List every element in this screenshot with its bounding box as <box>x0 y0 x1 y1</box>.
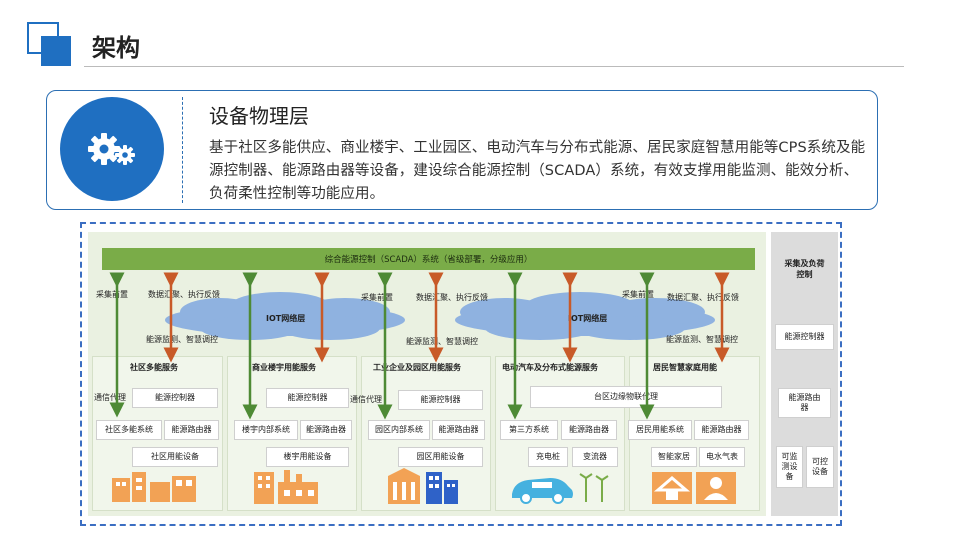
monitor-label-1: 能源监测、智慧调控 <box>146 335 218 344</box>
c4-device-charger: 充电桩 <box>528 447 568 467</box>
c1-device: 社区用能设备 <box>132 447 218 467</box>
c3-controller: 能源控制器 <box>398 390 483 410</box>
c2-system: 楼宇内部系统 <box>234 420 298 440</box>
card-description: 基于社区多能供应、商业楼宇、工业园区、电动汽车与分布式能源、居民家庭智慧用能等C… <box>209 140 866 202</box>
home-icons <box>652 472 736 504</box>
column-title-3: 工业企业及园区用能服务 <box>373 363 461 372</box>
c2-router: 能源路由器 <box>300 420 352 440</box>
c3-system: 园区内部系统 <box>368 420 430 440</box>
feedback-label-2: 数据汇聚、执行反馈 <box>416 293 488 302</box>
c4-router: 能源路由器 <box>561 420 617 440</box>
c4-system: 第三方系统 <box>500 420 558 440</box>
c5-system: 居民用能系统 <box>628 420 692 440</box>
card-divider <box>182 97 183 203</box>
c5-router: 能源路由器 <box>694 420 749 440</box>
column-title-1: 社区多能服务 <box>130 363 178 372</box>
header-divider <box>84 66 904 67</box>
c1-system: 社区多能系统 <box>96 420 162 440</box>
scada-bar: 综合能源控制（SCADA）系统（省级部署，分级应用） <box>102 248 755 270</box>
comm-proxy-1: 通信代理 <box>94 393 126 402</box>
cloud-left-icon <box>165 292 405 340</box>
monitor-label-2: 能源监测、智慧调控 <box>406 337 478 346</box>
header-square-filled <box>41 36 71 66</box>
iot-label-left: IOT网络层 <box>266 314 306 323</box>
rp-control: 可控设备 <box>806 446 834 488</box>
column-title-4: 电动汽车及分布式能源服务 <box>502 363 598 372</box>
collect-label-3: 采集前置 <box>622 290 654 299</box>
c5-device-smarthome: 智能家居 <box>651 447 697 467</box>
gears-icon <box>60 97 164 201</box>
rp-router: 能源路由器 <box>778 388 831 418</box>
c3-router: 能源路由器 <box>432 420 485 440</box>
column-title-2: 商业楼宇用能服务 <box>252 363 316 372</box>
building-icons <box>254 470 318 504</box>
c1-controller: 能源控制器 <box>132 388 218 408</box>
comm-proxy-2: 通信代理 <box>350 395 382 404</box>
page-title: 架构 <box>92 34 140 62</box>
rp-measure: 可监测设备 <box>776 446 803 488</box>
collect-label-2: 采集前置 <box>361 293 393 302</box>
c3-device: 园区用能设备 <box>398 447 483 467</box>
monitor-label-3: 能源监测、智慧调控 <box>666 335 738 344</box>
ev-icons <box>512 473 609 504</box>
c2-controller: 能源控制器 <box>266 388 349 408</box>
info-card <box>46 90 878 210</box>
c5-device-meter: 电水气表 <box>699 447 745 467</box>
community-icons <box>112 472 196 502</box>
feedback-label-3: 数据汇聚、执行反馈 <box>667 293 739 302</box>
diagram-frame <box>80 222 842 526</box>
column-title-5: 居民智慧家庭用能 <box>653 363 717 372</box>
feedback-label-1: 数据汇聚、执行反馈 <box>148 290 220 299</box>
rp-controller: 能源控制器 <box>775 324 834 350</box>
edge-proxy: 台区边缘物联代理 <box>530 386 722 408</box>
industrial-icons <box>388 468 458 504</box>
c4-device-inverter: 变流器 <box>572 447 618 467</box>
iot-label-right: IOT网络层 <box>568 314 608 323</box>
right-panel-title: 采集及负荷控制 <box>784 259 825 279</box>
c2-device: 楼宇用能设备 <box>266 447 349 467</box>
c1-router: 能源路由器 <box>164 420 219 440</box>
collect-label-1: 采集前置 <box>96 290 128 299</box>
card-heading: 设备物理层 <box>209 104 309 128</box>
